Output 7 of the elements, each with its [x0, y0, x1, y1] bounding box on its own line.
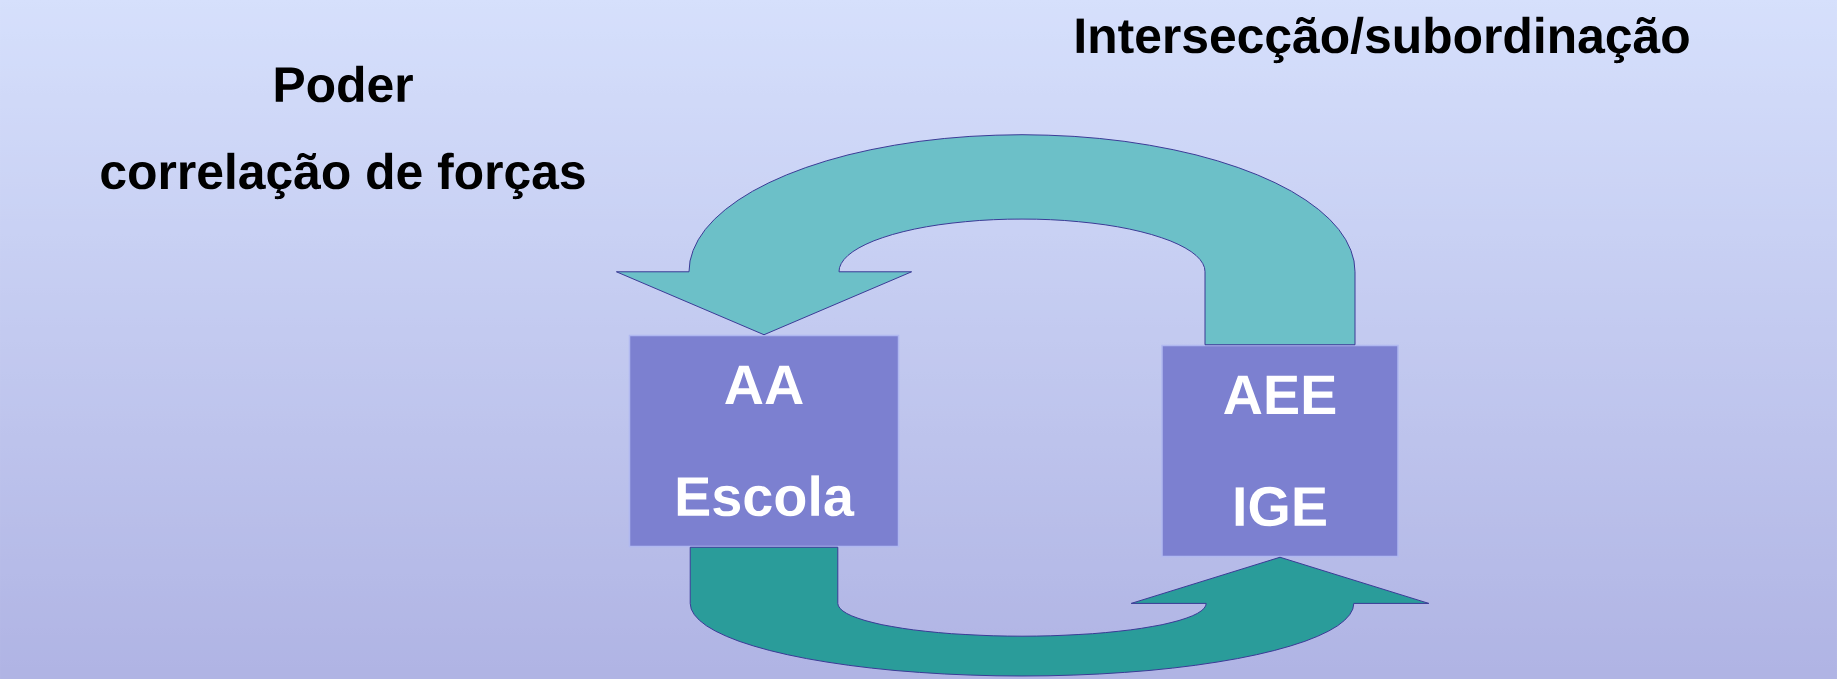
curved-arrow — [689, 546, 1430, 677]
heading: Poder — [275, 65, 413, 103]
label-box: AA Escola — [628, 334, 900, 548]
label-box: AEE IGE — [1161, 344, 1399, 558]
heading: Intersecção/subordinação — [1076, 16, 1689, 64]
curved-arrow — [615, 134, 1356, 346]
heading: correlação de forças — [101, 152, 585, 200]
